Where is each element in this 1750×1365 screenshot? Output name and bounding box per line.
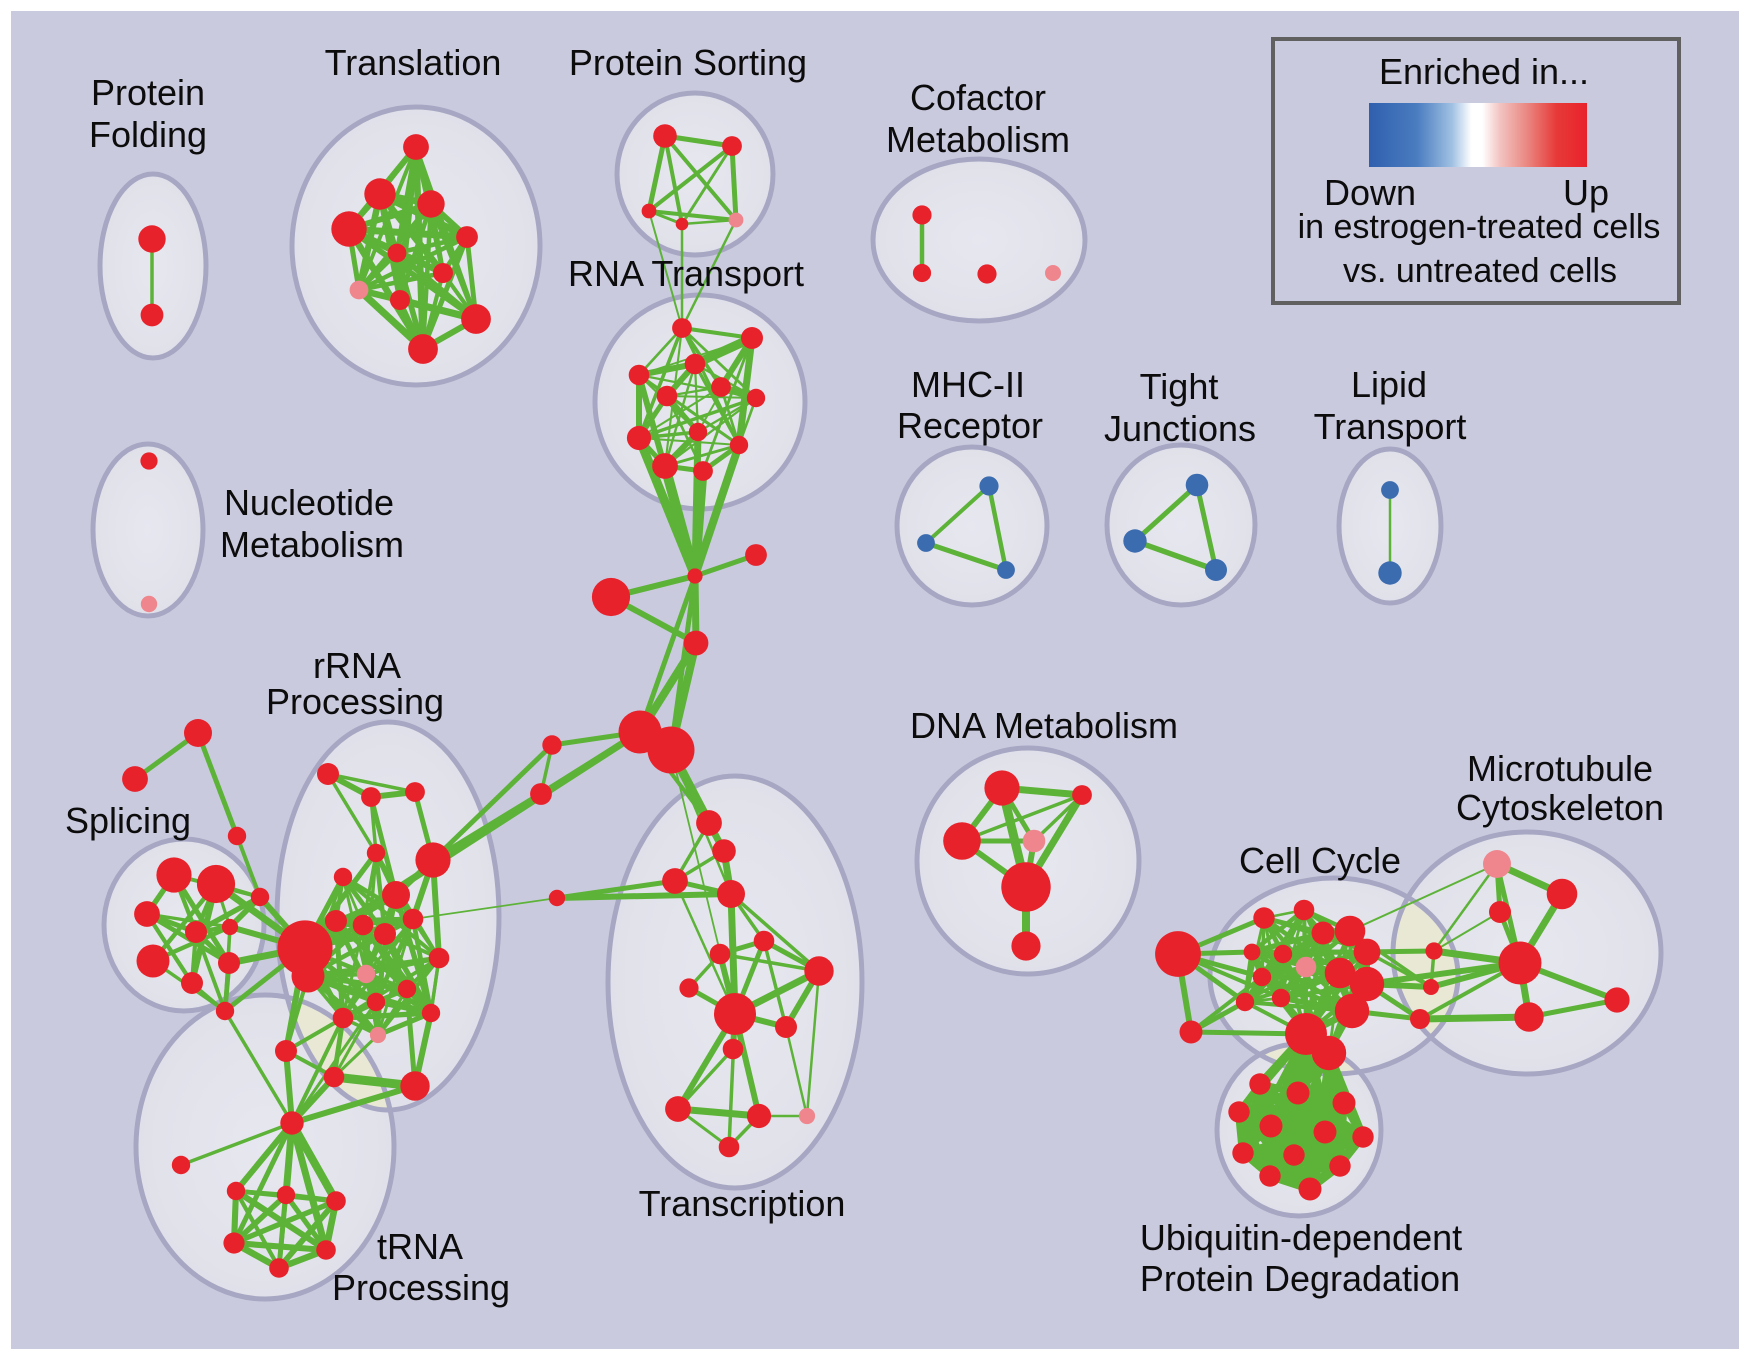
svg-text:Metabolism: Metabolism: [220, 524, 404, 565]
svg-text:Cell Cycle: Cell Cycle: [1239, 840, 1401, 881]
svg-text:DNA Metabolism: DNA Metabolism: [910, 705, 1178, 746]
svg-text:rRNA: rRNA: [313, 645, 401, 686]
svg-text:in estrogen-treated cells: in estrogen-treated cells: [1298, 208, 1661, 246]
svg-text:Transport: Transport: [1314, 406, 1467, 447]
svg-text:Ubiquitin-dependent: Ubiquitin-dependent: [1140, 1217, 1462, 1258]
svg-text:MHC-II: MHC-II: [911, 364, 1025, 405]
svg-text:Cofactor: Cofactor: [910, 77, 1046, 118]
svg-text:Splicing: Splicing: [65, 800, 191, 841]
svg-text:tRNA: tRNA: [377, 1226, 463, 1267]
svg-text:Cytoskeleton: Cytoskeleton: [1456, 787, 1664, 828]
svg-text:Metabolism: Metabolism: [886, 119, 1070, 160]
svg-text:Folding: Folding: [89, 114, 207, 155]
svg-text:vs. untreated cells: vs. untreated cells: [1343, 252, 1617, 290]
svg-text:Microtubule: Microtubule: [1467, 748, 1653, 789]
svg-text:Down: Down: [1324, 172, 1416, 213]
svg-text:Transcription: Transcription: [639, 1183, 846, 1224]
svg-text:Junctions: Junctions: [1104, 408, 1256, 449]
svg-text:Nucleotide: Nucleotide: [224, 482, 394, 523]
svg-text:Protein Degradation: Protein Degradation: [1140, 1258, 1460, 1299]
svg-text:Receptor: Receptor: [897, 405, 1043, 446]
svg-text:Protein Sorting: Protein Sorting: [569, 42, 807, 83]
svg-text:Enriched in...: Enriched in...: [1379, 51, 1589, 92]
svg-text:Up: Up: [1563, 172, 1609, 213]
svg-text:Protein: Protein: [91, 72, 205, 113]
svg-text:Lipid: Lipid: [1351, 364, 1427, 405]
svg-text:RNA Transport: RNA Transport: [568, 253, 804, 294]
svg-text:Processing: Processing: [332, 1267, 510, 1308]
svg-text:Processing: Processing: [266, 681, 444, 722]
svg-text:Translation: Translation: [325, 42, 502, 83]
svg-text:Tight: Tight: [1140, 366, 1219, 407]
